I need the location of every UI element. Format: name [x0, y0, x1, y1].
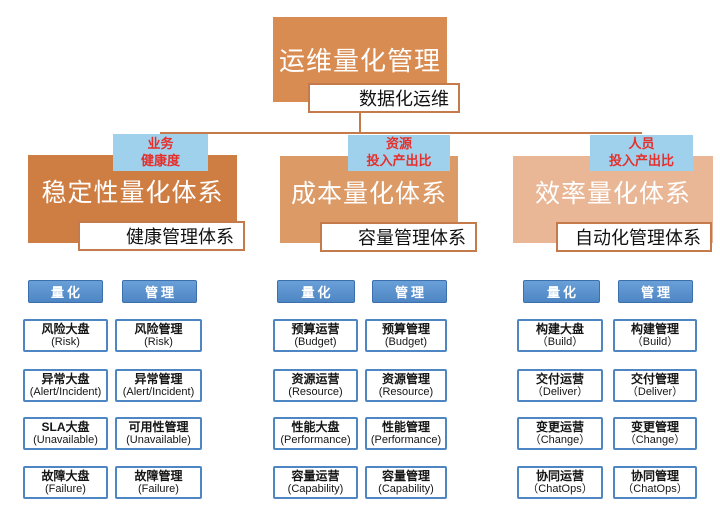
badge-resource-roi: 资源 投入产出比	[348, 135, 450, 171]
col-header-quant-0: 量化	[28, 280, 103, 303]
matrix-cell-quant: 异常大盘(Alert/Incident)	[23, 369, 108, 402]
matrix-cell-mgmt: 资源管理(Resource)	[365, 369, 447, 402]
branch-tag-automation: 自动化管理体系	[556, 222, 712, 252]
cell-label-en: (Risk)	[144, 336, 173, 348]
matrix-cell-quant: 风险大盘(Risk)	[23, 319, 108, 352]
cell-label-zh: 协同管理	[630, 469, 679, 483]
cell-label-en: (Performance)	[280, 434, 351, 446]
badge-line1: 人员	[628, 136, 655, 152]
col-header-mgmt-2: 管理	[618, 280, 693, 303]
cell-label-en: (Failure)	[45, 483, 86, 495]
matrix-cell-quant: 构建大盘（Build）	[517, 319, 603, 352]
cell-label-zh: 变更运营	[535, 420, 584, 434]
matrix-cell-quant: 协同运营（ChatOps）	[517, 466, 603, 499]
branch-tag-capacity: 容量管理体系	[320, 222, 477, 252]
cell-label-zh: 性能大盘	[291, 420, 340, 434]
matrix-cell-quant: 故障大盘(Failure)	[23, 466, 108, 499]
cell-label-zh: 预算运营	[291, 322, 340, 336]
cell-label-en: （Deliver）	[626, 386, 684, 398]
cell-label-zh: SLA大盘	[41, 420, 90, 434]
cell-label-en: (Resource)	[378, 386, 434, 398]
cell-label-zh: 容量管理	[381, 469, 430, 483]
cell-label-en: (Risk)	[51, 336, 80, 348]
branch-tag-health: 健康管理体系	[78, 221, 245, 251]
cell-label-en: (Unavailable)	[126, 434, 191, 446]
badge-line2: 健康度	[140, 152, 180, 168]
cell-label-en: (Alert/Incident)	[29, 386, 102, 398]
matrix-cell-mgmt: 构建管理（Build）	[613, 319, 697, 352]
branch-title-efficiency: 效率量化体系	[534, 179, 691, 208]
col-header-mgmt-0: 管理	[122, 280, 197, 303]
badge-line1: 资源	[385, 136, 412, 152]
matrix-cell-mgmt: 异常管理(Alert/Incident)	[115, 369, 202, 402]
cell-label-zh: 故障大盘	[41, 469, 90, 483]
matrix-cell-mgmt: 风险管理(Risk)	[115, 319, 202, 352]
cell-label-zh: 协同运营	[535, 469, 584, 483]
matrix-cell-mgmt: 协同管理（ChatOps）	[613, 466, 697, 499]
badge-line2: 投入产出比	[608, 153, 674, 168]
matrix-cell-mgmt: 预算管理(Budget)	[365, 319, 447, 352]
badge-people-roi: 人员 投入产出比	[590, 135, 693, 171]
cell-label-en: （ChatOps）	[622, 483, 688, 495]
cell-label-zh: 预算管理	[381, 322, 430, 336]
matrix-cell-mgmt: 故障管理(Failure)	[115, 466, 202, 499]
cell-label-zh: 异常大盘	[41, 372, 90, 386]
matrix-cell-quant: 性能大盘(Performance)	[273, 417, 358, 450]
cell-label-en: (Alert/Incident)	[122, 386, 195, 398]
badge-business-health: 业务 健康度	[113, 134, 208, 171]
cell-label-en: (Resource)	[288, 386, 343, 398]
cell-label-en: (Failure)	[138, 483, 179, 495]
cell-label-en: （Change）	[624, 434, 686, 446]
matrix-cell-mgmt: 容量管理(Capability)	[365, 466, 447, 499]
matrix-cell-quant: 预算运营(Budget)	[273, 319, 358, 352]
cell-label-zh: 异常管理	[134, 372, 183, 386]
cell-label-en: (Performance)	[370, 434, 442, 446]
cell-label-en: (Unavailable)	[33, 434, 98, 446]
cell-label-zh: 资源管理	[381, 372, 430, 386]
connector-vertical-line	[359, 112, 361, 133]
matrix-cell-quant: SLA大盘(Unavailable)	[23, 417, 108, 450]
badge-line1: 业务	[147, 135, 174, 151]
cell-label-en: (Budget)	[294, 336, 337, 348]
matrix-cell-mgmt: 可用性管理(Unavailable)	[115, 417, 202, 450]
cell-label-en: (Capability)	[378, 483, 434, 495]
cell-label-zh: 构建大盘	[535, 322, 584, 336]
cell-label-zh: 构建管理	[630, 322, 679, 336]
cell-label-en: (Budget)	[384, 336, 428, 348]
matrix-cell-quant: 变更运营（Change）	[517, 417, 603, 450]
root-node-tag: 数据化运维	[308, 83, 460, 113]
cell-label-zh: 变更管理	[630, 420, 679, 434]
cell-label-zh: 资源运营	[291, 372, 340, 386]
matrix-cell-mgmt: 交付管理（Deliver）	[613, 369, 697, 402]
branch-title-cost: 成本量化体系	[290, 179, 447, 208]
root-node-title: 运维量化管理	[278, 46, 441, 76]
cell-label-zh: 风险大盘	[41, 322, 90, 336]
connector-horizontal-line	[160, 132, 642, 134]
cell-label-en: （Change）	[529, 434, 591, 446]
cell-label-zh: 交付管理	[630, 372, 679, 386]
matrix-cell-quant: 容量运营(Capability)	[273, 466, 358, 499]
cell-label-en: （Build）	[536, 336, 584, 348]
matrix-cell-quant: 交付运营（Deliver）	[517, 369, 603, 402]
cell-label-zh: 可用性管理	[128, 420, 189, 434]
cell-label-en: （Build）	[631, 336, 679, 348]
col-header-quant-2: 量化	[523, 280, 600, 303]
matrix-cell-quant: 资源运营(Resource)	[273, 369, 358, 402]
cell-label-en: （Deliver）	[531, 386, 589, 398]
col-header-quant-1: 量化	[277, 280, 355, 303]
col-header-mgmt-1: 管理	[372, 280, 447, 303]
badge-line2: 投入产出比	[366, 153, 432, 168]
cell-label-en: (Capability)	[287, 483, 344, 495]
branch-title-stability: 稳定性量化体系	[41, 179, 224, 207]
cell-label-zh: 容量运营	[291, 469, 340, 483]
cell-label-zh: 故障管理	[134, 469, 183, 483]
cell-label-zh: 交付运营	[535, 372, 584, 386]
matrix-cell-mgmt: 变更管理（Change）	[613, 417, 697, 450]
cell-label-zh: 性能管理	[381, 420, 430, 434]
cell-label-en: （ChatOps）	[527, 483, 593, 495]
matrix-cell-mgmt: 性能管理(Performance)	[365, 417, 447, 450]
cell-label-zh: 风险管理	[134, 322, 183, 336]
